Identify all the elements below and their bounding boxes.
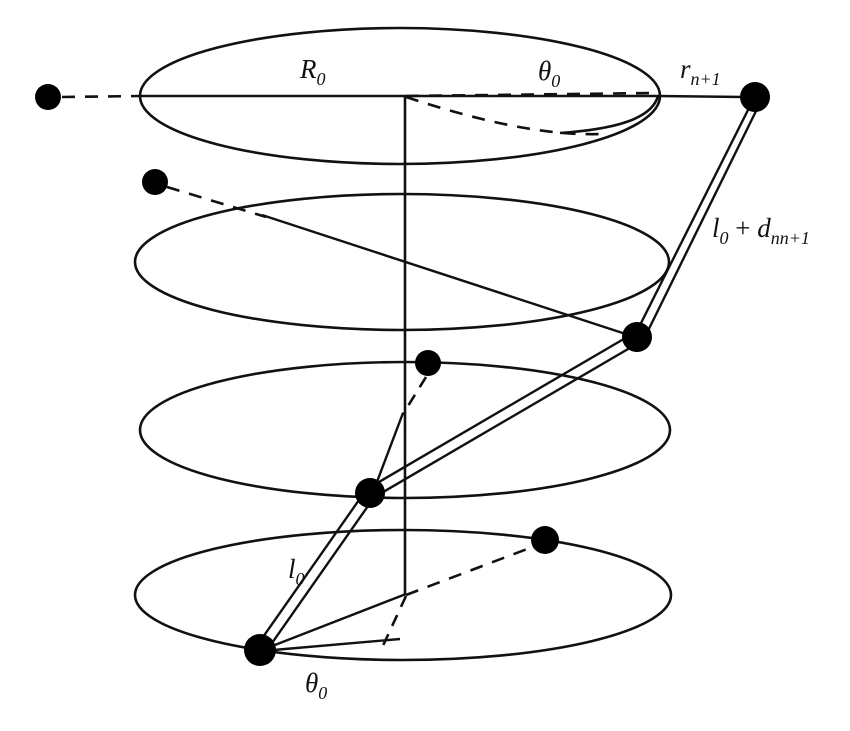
bond-middle-double-line [366, 331, 641, 500]
bead-turn3-top [415, 350, 441, 376]
turn-1-visible-helix-curve [559, 95, 660, 135]
turn-1-hidden-helix-dashed [405, 95, 601, 136]
bead-turn4-left [244, 634, 276, 666]
double-line-bond-group [255, 103, 760, 654]
turn-3-entry-dashed-line [401, 376, 428, 415]
bead-left-outer [35, 84, 61, 110]
label-l0: l0 [288, 554, 305, 589]
turn-4-ellipse [133, 528, 673, 662]
bead-top-right [740, 82, 770, 112]
turn-4-radius-to-axis-line [261, 592, 407, 652]
left-entry-dashed-line [61, 94, 142, 99]
turn-2-ellipse [133, 192, 671, 332]
label-r-next: rn+1 [680, 54, 721, 89]
monomer-bead-group [35, 82, 770, 666]
turn-1-hidden-radius-dashed [405, 91, 656, 98]
bead-turn2-left [142, 169, 168, 195]
turn-4-angle-dashed-line [379, 595, 408, 651]
bead-turn2-right [622, 322, 652, 352]
label-theta0-bottom: θ0 [305, 668, 327, 703]
helix-turn-ellipses [133, 26, 673, 662]
bond-upper-double-line [630, 103, 760, 346]
bead-turn3-left [355, 478, 385, 508]
bond-lower-double-line [255, 489, 376, 654]
turn-2-chord-line [261, 213, 642, 341]
label-radius-R0: R0 [299, 54, 326, 89]
bead-turn4-right [531, 526, 559, 554]
r-next-radius-line [657, 94, 745, 99]
label-theta0-top: θ0 [538, 56, 560, 91]
turn-4-chord-dashed-line [405, 544, 536, 597]
turn-4-radius-lower-line [261, 637, 401, 653]
label-bond-length: l0 + dnn+1 [712, 213, 810, 248]
turn-2-entry-dashed-line [166, 185, 267, 219]
